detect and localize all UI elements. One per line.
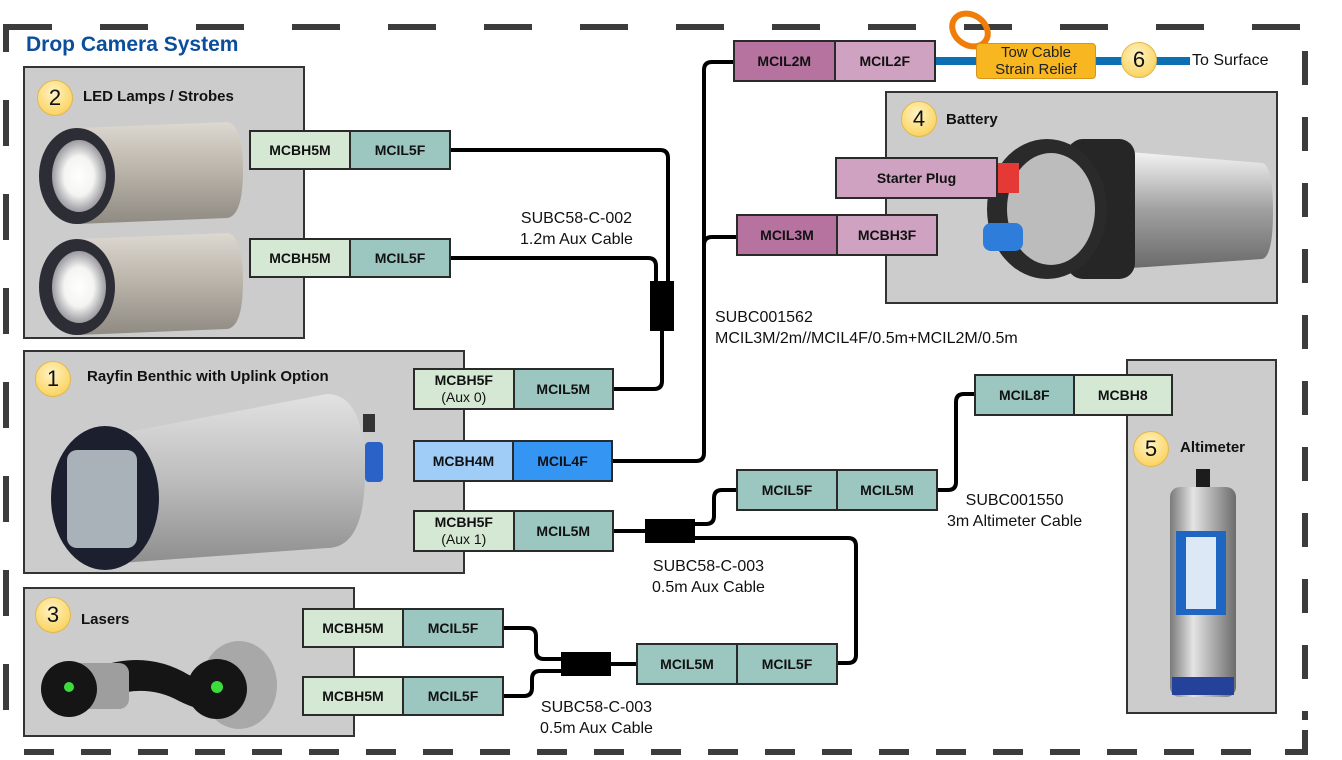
- cable-label-led: SUBC58-C-002 1.2m Aux Cable: [520, 208, 633, 250]
- device-label: Lasers: [81, 611, 130, 628]
- connector-inline: MCIL8F: [976, 376, 1073, 414]
- strain-relief-line2: Strain Relief: [995, 61, 1077, 78]
- connector-bulkhead: MCBH4M: [415, 442, 512, 480]
- main-uplink-wire: [612, 60, 737, 463]
- cable-part-number: SUBC58-C-002: [520, 210, 633, 227]
- starter-plug-label: Starter Plug: [837, 159, 996, 197]
- connector-inline: MCIL5M: [512, 512, 612, 550]
- connector-bulkhead: MCBH5M: [251, 240, 349, 276]
- strain-relief-line1: Tow Cable: [1000, 44, 1072, 61]
- led2-wire: [450, 256, 658, 285]
- connector-bulkhead: MCBH3F: [836, 216, 936, 254]
- connector-bulkhead: MCBH5F(Aux 0): [415, 370, 513, 408]
- connector-bulkhead: MCBH5M: [304, 678, 402, 714]
- led-lamp-image: [39, 122, 243, 224]
- to-surface-label: To Surface: [1192, 52, 1269, 69]
- alt-wire-b: [937, 392, 975, 492]
- cable-part-number: SUBC001562: [715, 309, 813, 326]
- number-badge: 4: [901, 101, 937, 137]
- connector-altimeter-mid[interactable]: MCIL5F MCIL5M: [736, 469, 938, 511]
- connector-inline: MCIL5F: [402, 610, 502, 646]
- device-label: Battery: [946, 111, 998, 128]
- panel-camera: 1 Rayfin Benthic with Uplink Option: [23, 350, 465, 574]
- number-badge: 6: [1121, 42, 1157, 78]
- connector-inline: MCIL5M: [512, 370, 612, 408]
- connector-inline: MCIL2F: [833, 42, 934, 80]
- panel-altimeter: 5 Altimeter: [1126, 359, 1277, 714]
- connector-inline: MCIL5M: [638, 645, 736, 683]
- led-lamp-image: [39, 233, 243, 335]
- panel-led-lamps: 2 LED Lamps / Strobes: [23, 66, 305, 339]
- number-badge: 1: [35, 361, 71, 397]
- laser2-wire: [503, 669, 562, 698]
- connector-aux1[interactable]: MCBH5F(Aux 1) MCIL5M: [413, 510, 614, 552]
- connector-uplink[interactable]: MCBH4M MCIL4F: [413, 440, 613, 482]
- cable-part-number: SUBC58-C-003: [652, 558, 765, 575]
- connector-inline: MCIL2M: [735, 42, 834, 80]
- connector-bulkhead: MCBH8: [1072, 376, 1171, 414]
- device-label: Rayfin Benthic with Uplink Option: [87, 368, 329, 385]
- alt-wire-a: [693, 488, 737, 526]
- connector-inline: MCIL5F: [349, 132, 449, 168]
- connector-laser2[interactable]: MCBH5M MCIL5F: [302, 676, 504, 716]
- connector-battery[interactable]: MCIL3M MCBH3F: [736, 214, 938, 256]
- battery-image: [983, 139, 1273, 279]
- device-label: LED Lamps / Strobes: [83, 88, 234, 105]
- cable-label-aux1: SUBC58-C-003 0.5m Aux Cable: [652, 556, 765, 598]
- connector-laser-trunk[interactable]: MCIL5M MCIL5F: [636, 643, 838, 685]
- y-splitter: [561, 652, 611, 676]
- camera-image: [51, 394, 383, 570]
- altimeter-image: [1170, 469, 1236, 697]
- connector-bulkhead: MCBH5F(Aux 1): [415, 512, 513, 550]
- cable-description: 1.2m Aux Cable: [520, 231, 633, 248]
- page-title: Drop Camera System: [26, 33, 239, 56]
- y-splitter: [650, 281, 674, 331]
- connector-bulkhead: MCBH5M: [251, 132, 349, 168]
- cable-description: 3m Altimeter Cable: [947, 513, 1083, 530]
- cable-part-number: SUBC58-C-003: [540, 699, 653, 716]
- starter-plug[interactable]: Starter Plug: [835, 157, 998, 199]
- connector-port: (Aux 1): [441, 531, 487, 547]
- cable-label-main: SUBC001562 MCIL3M/2m//MCIL4F/0.5m+MCIL2M…: [715, 307, 1018, 349]
- connector-laser1[interactable]: MCBH5M MCIL5F: [302, 608, 504, 648]
- number-badge: 3: [35, 597, 71, 633]
- cable-part-number: SUBC001550: [965, 492, 1064, 509]
- connector-inline: MCIL5F: [736, 645, 836, 683]
- device-label: Altimeter: [1180, 439, 1246, 456]
- connector-port: (Aux 0): [441, 389, 487, 405]
- connector-aux0[interactable]: MCBH5F(Aux 0) MCIL5M: [413, 368, 614, 410]
- connector-name: MCBH5F: [434, 372, 493, 388]
- tow-cable-strain-relief: Tow Cable Strain Relief: [976, 43, 1096, 79]
- lasers-image: [41, 641, 277, 729]
- aux0-wire: [613, 330, 664, 391]
- laser1-wire: [503, 626, 562, 661]
- panel-lasers: 3 Lasers: [23, 587, 355, 737]
- y-splitter: [645, 519, 695, 543]
- connector-inline: MCIL5M: [836, 471, 936, 509]
- connector-name: MCBH5F: [434, 514, 493, 530]
- connector-bulkhead: MCBH5M: [304, 610, 402, 646]
- connector-inline: MCIL5F: [349, 240, 449, 276]
- connector-inline: MCIL4F: [512, 442, 611, 480]
- cable-description: MCIL3M/2m//MCIL4F/0.5m+MCIL2M/0.5m: [715, 330, 1018, 347]
- number-badge: 2: [37, 80, 73, 116]
- connector-tow[interactable]: MCIL2M MCIL2F: [733, 40, 936, 82]
- connector-inline: MCIL5F: [738, 471, 836, 509]
- connector-altimeter-end[interactable]: MCIL8F MCBH8: [974, 374, 1173, 416]
- number-badge: 5: [1133, 431, 1169, 467]
- connector-led2[interactable]: MCBH5M MCIL5F: [249, 238, 451, 278]
- cable-label-altimeter: SUBC001550 3m Altimeter Cable: [947, 490, 1082, 532]
- cable-description: 0.5m Aux Cable: [540, 720, 653, 737]
- connector-led1[interactable]: MCBH5M MCIL5F: [249, 130, 451, 170]
- cable-label-lasers: SUBC58-C-003 0.5m Aux Cable: [540, 697, 653, 739]
- cable-description: 0.5m Aux Cable: [652, 579, 765, 596]
- connector-inline: MCIL5F: [402, 678, 502, 714]
- main-battery-wire: [702, 235, 737, 246]
- connector-inline: MCIL3M: [738, 216, 836, 254]
